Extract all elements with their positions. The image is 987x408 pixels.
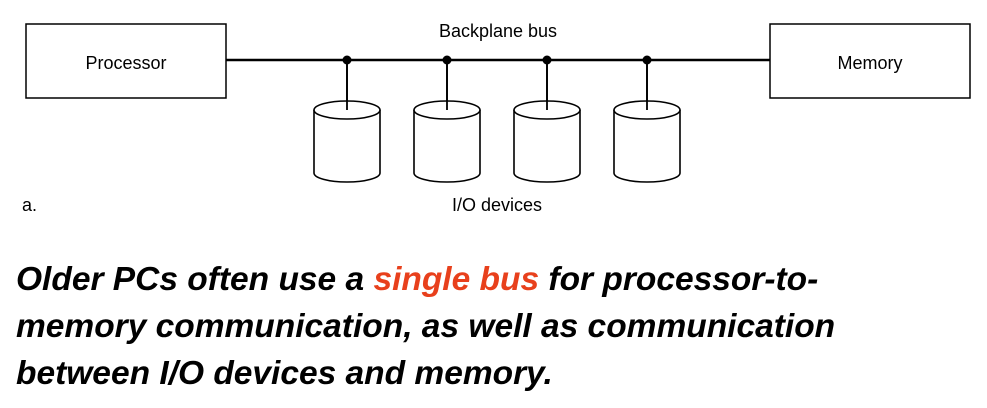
cylinder-body — [513, 110, 581, 183]
io-device-3 — [513, 55, 581, 183]
io-device-1 — [313, 55, 381, 183]
memory-box — [769, 23, 971, 99]
memory-label: Memory — [837, 53, 902, 73]
caption-line-1: Older PCs often use a single bus for pro… — [16, 256, 976, 303]
backplane-bus-label: Backplane bus — [439, 21, 557, 41]
processor-label: Processor — [85, 53, 166, 73]
caption-line-1-end: for processor-to- — [539, 261, 819, 298]
cylinder-body — [413, 110, 481, 183]
io-devices-label: I/O devices — [452, 195, 542, 215]
processor-box — [25, 23, 227, 99]
caption-highlight: single bus — [373, 261, 540, 298]
caption-line-3: between I/O devices and memory. — [16, 355, 553, 392]
panel-label: a. — [22, 195, 37, 215]
io-device-2 — [413, 55, 481, 183]
caption-text: Older PCs often use a single bus for pro… — [16, 256, 976, 397]
cylinder-body — [613, 110, 681, 183]
cylinder-body — [313, 110, 381, 183]
caption-line-1-start: Older PCs often use a — [16, 261, 374, 298]
io-device-4 — [613, 55, 681, 183]
caption-line-2: memory communication, as well as communi… — [16, 308, 836, 345]
io-devices-group — [313, 55, 681, 183]
single-bus-diagram: Processor Memory Backplane bus I/O devic… — [22, 21, 971, 215]
